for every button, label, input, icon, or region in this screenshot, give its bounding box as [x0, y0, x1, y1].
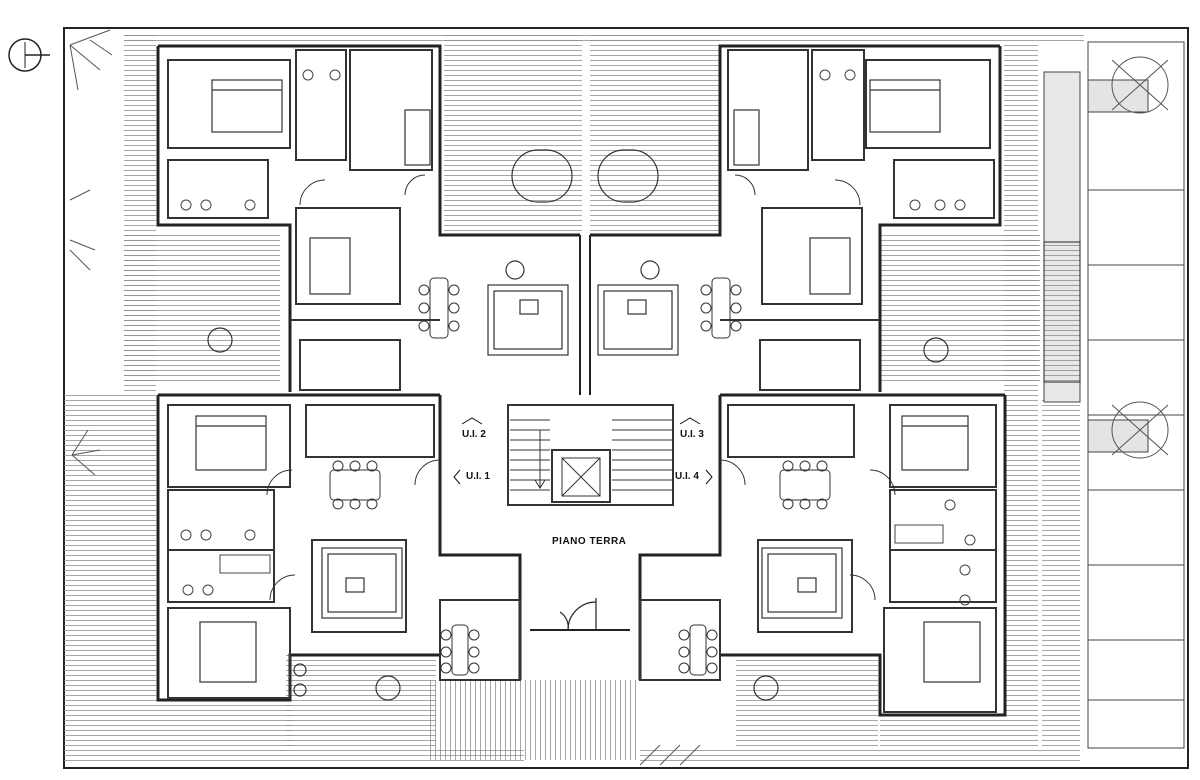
unit-label-ui4: U.I. 4 — [675, 471, 699, 482]
arrow-left-icon — [453, 469, 461, 485]
unit-label-ui1: U.I. 1 — [466, 471, 490, 482]
terraces — [64, 32, 1084, 762]
arrow-right-icon — [705, 469, 713, 485]
bathroom-fixture-icon — [180, 69, 976, 606]
floor-label: PIANO TERRA — [552, 536, 627, 547]
unit-label-ui2: U.I. 2 — [462, 429, 486, 440]
stair-core — [507, 404, 674, 506]
bed-icon — [195, 79, 981, 683]
unit-label-ui3: U.I. 3 — [680, 429, 704, 440]
dining-table-icon — [329, 277, 831, 676]
arrow-up-icon — [679, 417, 701, 425]
north-arrow-icon — [8, 38, 50, 72]
interior-partitions — [167, 49, 997, 713]
sofa-icon — [321, 260, 843, 619]
door-swings — [266, 174, 896, 601]
entrance-door-icon — [530, 598, 630, 631]
arrow-up-icon — [461, 417, 483, 425]
parking-strip — [1043, 41, 1185, 749]
outdoor-table-icon — [207, 149, 949, 701]
tree-icon — [69, 29, 1169, 766]
